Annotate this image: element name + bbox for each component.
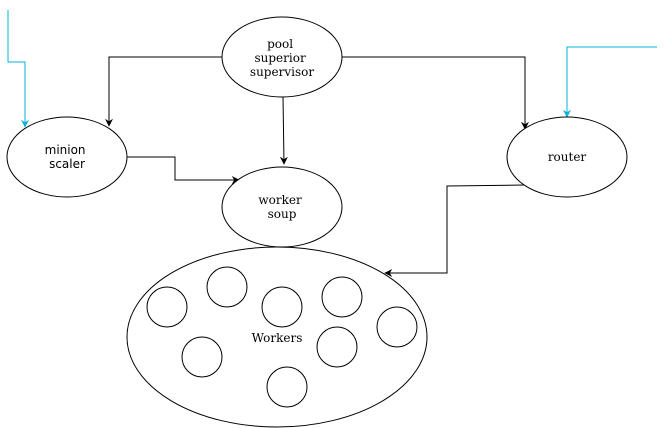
router-line-1: router (548, 150, 587, 164)
edges (7, 10, 657, 277)
worker-circle (146, 286, 188, 328)
worker-soup-label: worker soup (258, 193, 305, 221)
node-pool-superior-supervisor: pool superior supervisor (221, 16, 343, 98)
edge-supervisor-to-minion-scaler (105, 56, 222, 127)
pool-superior-supervisor-line-2: superior (254, 51, 305, 65)
worker-circle (316, 326, 358, 368)
worker-circle (321, 276, 363, 318)
minion-scaler-line-1: minion (45, 143, 86, 157)
worker-circle (261, 286, 303, 328)
minion-scaler-label: minion scaler (45, 143, 90, 171)
router-label: router (548, 150, 587, 164)
edge-external-to-minion-scaler (7, 10, 29, 128)
pool-superior-supervisor-line-1: pool (267, 37, 293, 51)
router-ellipse (506, 116, 628, 198)
minion-scaler-line-2: scaler (49, 157, 85, 171)
edge-external-to-router (563, 46, 657, 118)
worker-circle (181, 336, 223, 378)
worker-circle (376, 306, 418, 348)
minion-scaler-ellipse (6, 116, 128, 198)
edge-supervisor-to-router (342, 56, 529, 130)
pool-superior-supervisor-ellipse (221, 16, 343, 98)
node-router: router (506, 116, 628, 198)
worker-circle (206, 266, 248, 308)
node-minion-scaler: minion scaler (6, 116, 128, 198)
node-worker-soup: worker soup (221, 166, 343, 248)
edge-supervisor-to-worker-soup (279, 95, 288, 165)
edge-minion-scaler-to-worker-soup (127, 156, 240, 184)
worker-soup-line-2: soup (268, 207, 297, 221)
pool-superior-supervisor-label: pool superior supervisor (250, 37, 314, 79)
pool-superior-supervisor-line-3: supervisor (250, 65, 314, 79)
worker-circle (266, 366, 308, 408)
node-workers: Workers (126, 246, 428, 428)
workers-label: Workers (252, 331, 303, 345)
worker-soup-line-1: worker (258, 193, 302, 207)
edge-router-to-workers (384, 184, 525, 277)
